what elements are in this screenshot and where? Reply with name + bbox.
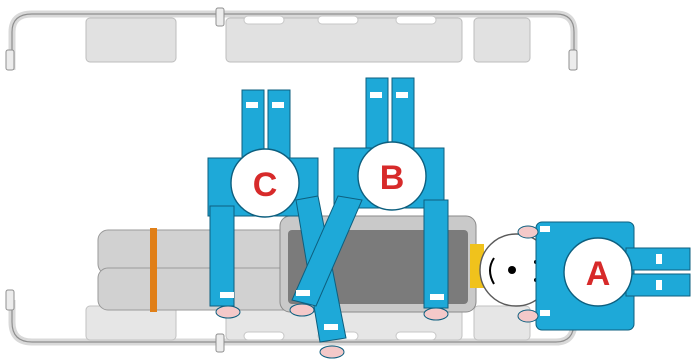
frame-clip-right-top (569, 50, 577, 70)
rescuer-a-label: A (586, 255, 611, 293)
pad-handles-top (244, 16, 436, 24)
rescuer-b-label: B (380, 159, 405, 197)
stretcher-pads-top (86, 18, 530, 62)
body-strap (150, 228, 157, 312)
frame-clip-left-top (6, 50, 14, 70)
frame-clip-left-bottom (6, 290, 14, 310)
frame-clip-top-center (216, 8, 224, 26)
frame-clip-bottom-center (216, 334, 224, 352)
rescuer-c-label: C (253, 166, 278, 204)
